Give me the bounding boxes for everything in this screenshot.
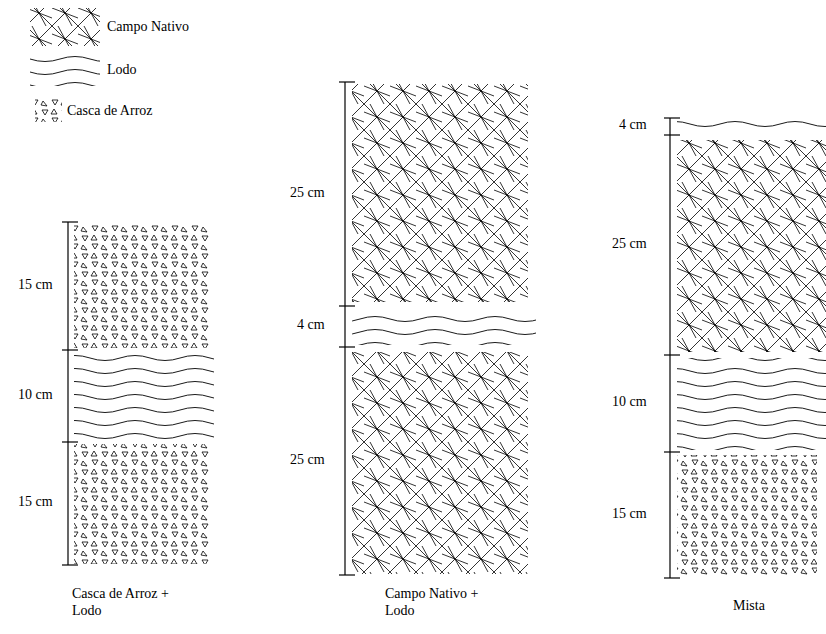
dimension-label: Mista (733, 598, 765, 615)
legend-sample-lodo (30, 56, 100, 86)
dimension-label: 25 cm (612, 236, 647, 253)
column-campo-lodo (339, 82, 536, 575)
legend-text: Lodo (107, 62, 137, 79)
column-caption: Casca de Arroz + Lodo (72, 586, 184, 620)
column-caption: Campo Nativo + Lodo (385, 586, 495, 620)
dimension-label: 15 cm (612, 506, 647, 523)
legend-sample-casca (35, 98, 62, 122)
dimension-label: 10 cm (18, 387, 53, 404)
legend-sample-campo (30, 8, 100, 46)
dimension-label: 15 cm (18, 494, 53, 511)
dimension-label: 25 cm (290, 452, 325, 469)
dimension-label: 25 cm (290, 185, 325, 202)
legend-text: Campo Nativo (107, 19, 189, 36)
legend-text: Casca de Arroz (67, 103, 153, 120)
dimension-label: 4 cm (619, 117, 647, 134)
dimension-label: 10 cm (612, 394, 647, 411)
dimension-label: 4 cm (297, 317, 325, 334)
column-mista (664, 118, 826, 578)
dimension-label: 15 cm (18, 277, 53, 294)
column-casca-lodo (62, 222, 214, 565)
